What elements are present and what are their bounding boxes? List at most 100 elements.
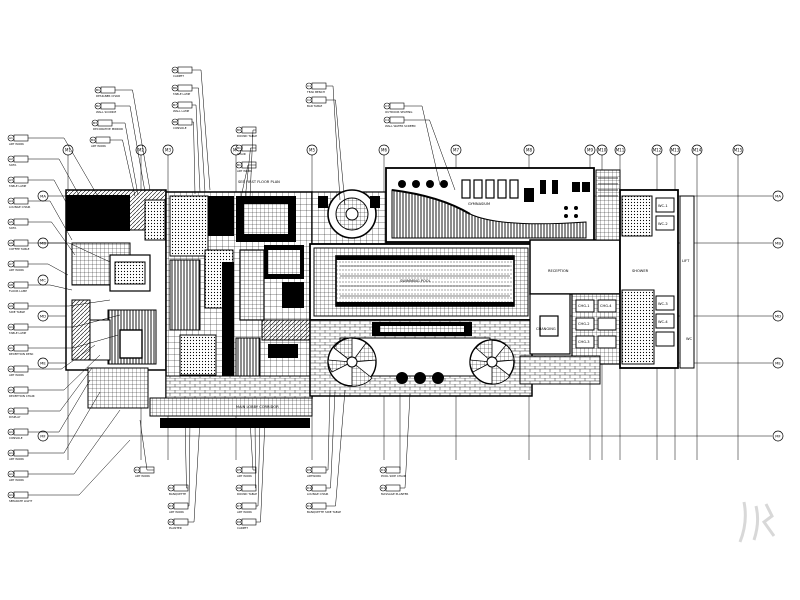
callout-tag: B5: [173, 68, 177, 72]
leader-line: [192, 69, 211, 191]
callout-tag: A17: [9, 472, 15, 476]
grid-column-label: M13: [671, 148, 680, 153]
grid-bubble-right-mb: MB: [772, 237, 784, 249]
callout-text: ART WORK: [9, 457, 24, 461]
callout-text: FLOOR LAMP: [9, 289, 27, 293]
callout-text: CHAIR: [237, 152, 246, 156]
callout-text: RECEPTION CHAIR: [9, 394, 35, 398]
callout-tag: A18: [9, 493, 15, 497]
leader-line: [28, 299, 111, 307]
leader-line: [249, 129, 256, 199]
callout-tag: D6: [237, 486, 241, 490]
callout-tag: A8: [9, 283, 13, 287]
grid-bubble-right-md: MD: [772, 310, 784, 322]
leader-line: [28, 391, 101, 454]
leader-line: [404, 119, 456, 191]
leader-line: [326, 85, 341, 201]
callout-tag: A9: [9, 304, 13, 308]
callout-tag: A5: [9, 220, 13, 224]
callout-tag: B10: [237, 146, 243, 150]
callout-text: WALL SCONCE: [96, 110, 117, 114]
leader-line: [28, 354, 101, 391]
callout-text: LOUNGE CHAIR: [307, 492, 328, 496]
callout-text: WALL LAMP: [173, 109, 189, 113]
callout-tag: A16: [9, 451, 15, 455]
room-labels: GYMNASIUM SWIMMING POOL LIFT RECEPTION S…: [230, 180, 693, 425]
callout-tag: A2: [9, 157, 13, 161]
callout-tag: A14: [9, 409, 15, 413]
leader-line: [188, 419, 191, 507]
leader-line: [28, 242, 111, 263]
grid-bubble-m14: M14: [691, 144, 703, 156]
leader-line: [249, 419, 256, 471]
wc-4-label: WC-4: [658, 320, 668, 324]
leader-line: [254, 417, 256, 489]
leader-line: [110, 139, 136, 197]
callout-text: ART WORK: [9, 373, 24, 377]
grid-row-label: MF: [40, 434, 45, 439]
leader-line: [326, 389, 346, 507]
grid-row-label: MB: [775, 241, 781, 246]
grid-bubble-right-me: ME: [772, 357, 784, 369]
callout-text: CONSOLE: [173, 126, 187, 130]
callout-tag: D7: [237, 504, 241, 508]
grid-bubble-m12: M12: [651, 144, 663, 156]
grid-column-label: M3: [165, 148, 171, 153]
callout-text: TEAK BENCH: [306, 90, 325, 94]
callout-text: ARTWORK: [307, 474, 321, 478]
leader-line: [28, 314, 121, 328]
east-note: WC: [686, 337, 693, 341]
callout-tag: D12: [381, 468, 387, 472]
grid-column-label: M6: [381, 148, 387, 153]
leader-line: [326, 389, 331, 471]
callout-text: ART WORK: [9, 268, 24, 272]
shower-label: SHOWER: [632, 269, 649, 273]
leader-line: [115, 105, 146, 193]
callout-tag: B9: [237, 128, 241, 132]
leader-line: [192, 104, 201, 193]
leader-line: [192, 87, 206, 193]
leader-lines: [28, 69, 456, 523]
leader-line: [192, 121, 196, 195]
leader-line: [28, 137, 101, 201]
callout-tag: B11: [237, 163, 243, 167]
leader-line: [28, 379, 91, 433]
callout-tag: A13: [9, 388, 15, 392]
callout-text: ART WORK: [91, 144, 106, 148]
callout-tag: A6: [9, 241, 13, 245]
callout-text: ROUND TABLE: [237, 492, 257, 496]
leader-line: [28, 344, 96, 370]
callout-text: SEPARATE LIGHT: [9, 499, 33, 503]
grid-bubble-right-mf: MF: [772, 430, 784, 442]
callout-text: ART WORK: [9, 478, 24, 482]
grid-bubble-m15: M15: [732, 144, 744, 156]
callout-tag: B6: [173, 86, 177, 90]
callout-tag: A12: [9, 367, 15, 371]
leader-line: [28, 221, 76, 256]
callout-text: ART WORK: [9, 142, 24, 146]
grid-bubble-left-me: ME: [37, 357, 49, 369]
grid-bubble-left-mf: MF: [37, 430, 49, 442]
callout-text: TABLE LAMP: [8, 331, 26, 335]
grid-row-label: MA: [40, 194, 46, 199]
callout-text: SOFA: [9, 226, 16, 230]
callout-text: RECEPTION DESK: [9, 352, 34, 356]
